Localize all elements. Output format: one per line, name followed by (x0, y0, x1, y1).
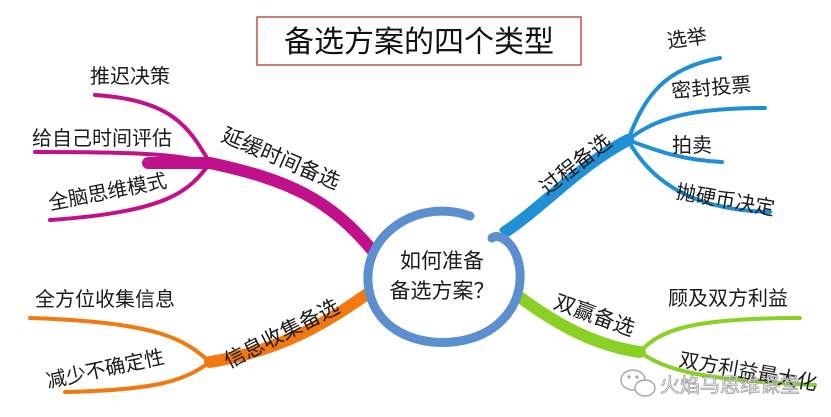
center-line-2: 备选方案？ (390, 279, 495, 303)
page-title: 备选方案的四个类型 (284, 25, 554, 60)
watermark-text: 火焰马思维课堂 (660, 373, 800, 397)
branch-process-twig-2 (626, 106, 767, 142)
branch-process-twig-1 (626, 56, 722, 142)
leaf-winwin-1: 顾及双方利益 (668, 286, 788, 310)
leaf-process-2: 密封投票 (670, 72, 752, 103)
leaf-process-3: 拍卖 (672, 133, 712, 157)
branch-delay-twig-1 (93, 93, 212, 165)
branch-winwin-twig-2 (638, 350, 817, 387)
branch-info-twig-1 (28, 316, 212, 364)
leaf-delay-2: 给自己时间评估 (32, 126, 172, 150)
leaf-process-1: 选举 (665, 24, 708, 53)
leaf-delay-3: 全脑思维模式 (46, 168, 168, 214)
branch-delay-twig-2 (33, 150, 212, 165)
branch-delay-trunk (142, 157, 378, 256)
watermark: 火焰马思维课堂 (620, 369, 800, 397)
branch-process-label: 过程备选 (535, 129, 616, 200)
title-border (256, 16, 582, 66)
branch-process-trunk (499, 134, 634, 238)
title-box: 备选方案的四个类型 (256, 16, 582, 66)
center-fill (365, 211, 521, 339)
branch-delay-twig-3 (48, 161, 212, 222)
leaf-process-4: 抛硬币决定 (674, 179, 777, 220)
branch-process-twig-4 (626, 138, 772, 214)
branch-winwin-label: 双赢备选 (551, 290, 638, 341)
center-node: 如何准备 备选方案？ (363, 206, 525, 347)
center-line-1: 如何准备 (400, 249, 484, 273)
branch-delay: 延缓时间备选 推迟决策 给自己时间评估 全脑思维模式 (32, 64, 378, 256)
branch-info-label: 信息收集备选 (220, 294, 343, 373)
wechat-icon (620, 369, 656, 397)
leaf-delay-1: 推迟决策 (90, 64, 170, 88)
branch-winwin-twig-1 (638, 316, 802, 354)
branch-info-trunk (204, 286, 376, 368)
branch-process-twig-3 (626, 138, 724, 164)
branch-info-twig-2 (63, 360, 212, 394)
center-ring (363, 206, 525, 347)
branch-info: 信息收集备选 全方位收集信息 减少不确定性 (28, 286, 376, 394)
leaf-info-1: 全方位收集信息 (35, 287, 175, 311)
branch-winwin-trunk (504, 284, 646, 358)
